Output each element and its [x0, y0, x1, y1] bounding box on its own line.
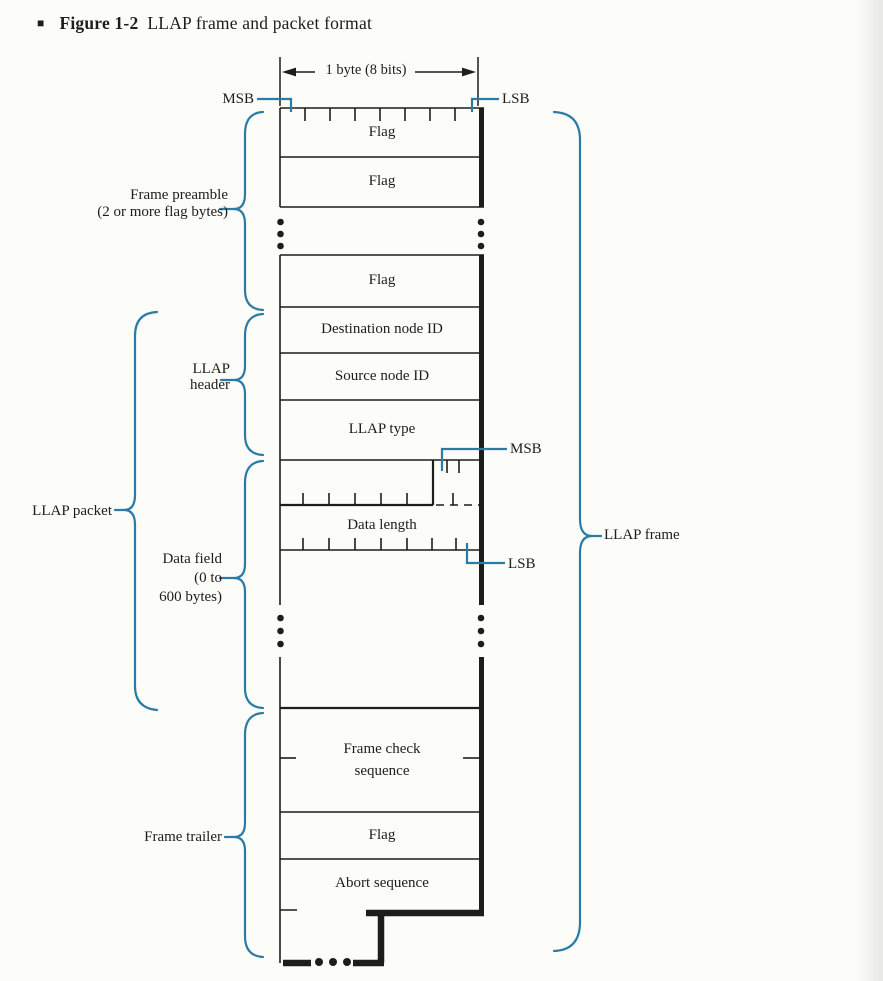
msb-top-label: MSB — [222, 91, 254, 107]
ellipsis-dots-bottom — [315, 958, 351, 966]
brace-frame-trailer — [233, 711, 265, 959]
cell-data-length: Data length — [347, 517, 417, 533]
brace-llap-frame — [552, 110, 593, 953]
pointer-msb-top — [257, 97, 293, 112]
cell-abort-sequence: Abort sequence — [335, 875, 429, 891]
thick-frame-border — [283, 108, 484, 967]
fcs-line1: Frame check — [343, 741, 421, 757]
lsb-mid-label: LSB — [508, 556, 536, 572]
fcs-line2: sequence — [354, 763, 410, 779]
bit-tick-marks — [302, 108, 460, 550]
data-field-line2: (0 to — [194, 570, 222, 586]
cell-destination-node-id: Destination node ID — [321, 321, 443, 337]
cell-flag-2: Flag — [368, 173, 396, 189]
cell-source-node-id: Source node ID — [334, 368, 430, 384]
brace-frame-preamble — [233, 110, 265, 312]
label-frame-trailer: Frame trailer — [144, 829, 222, 845]
msb-mid-label: MSB — [510, 441, 542, 457]
group-braces — [113, 110, 603, 959]
lsb-top-label: LSB — [502, 91, 530, 107]
cell-flag-1: Flag — [368, 124, 396, 140]
llap-header-line2: header — [190, 376, 230, 393]
llap-header-line1: LLAP — [192, 361, 231, 377]
label-llap-frame: LLAP frame — [604, 527, 680, 543]
label-llap-packet: LLAP packet — [32, 503, 112, 519]
cell-frame-check-sequence: Frame check sequence — [280, 738, 484, 782]
ellipsis-dots-datafield — [277, 614, 485, 648]
data-field-line1: Data field — [162, 551, 222, 567]
frame-box-grid-lines — [279, 107, 484, 963]
data-field-line3: 600 bytes) — [159, 589, 222, 605]
figure-bullet-icon: ■ — [37, 16, 45, 30]
figure-number: Figure 1-2 — [59, 13, 139, 33]
frame-preamble-line1: Frame preamble — [130, 187, 228, 203]
brace-data-field — [233, 459, 265, 710]
pointer-msb-mid — [440, 447, 507, 471]
byte-width-measure-arrow — [279, 57, 479, 106]
cell-flag-4: Flag — [368, 827, 396, 843]
label-data-field: Data field (0 to 600 bytes) — [62, 550, 222, 607]
frame-preamble-line2: (2 or more flag bytes) — [97, 203, 228, 220]
figure-title: LLAP frame and packet format — [147, 13, 373, 33]
pointer-lsb-top — [470, 97, 499, 112]
cell-flag-3: Flag — [368, 272, 396, 288]
byte-width-label: 1 byte (8 bits) — [325, 62, 407, 78]
msb-lsb-pointers — [257, 97, 507, 565]
label-frame-preamble: Frame preamble(2 or more flag bytes) — [40, 187, 228, 220]
figure-caption: ■ Figure 1-2 LLAP frame and packet forma… — [37, 13, 372, 34]
ellipsis-dots-preamble — [277, 218, 485, 250]
cell-llap-type: LLAP type — [348, 421, 416, 437]
pointer-lsb-mid — [465, 543, 505, 565]
brace-llap-header — [233, 312, 265, 457]
